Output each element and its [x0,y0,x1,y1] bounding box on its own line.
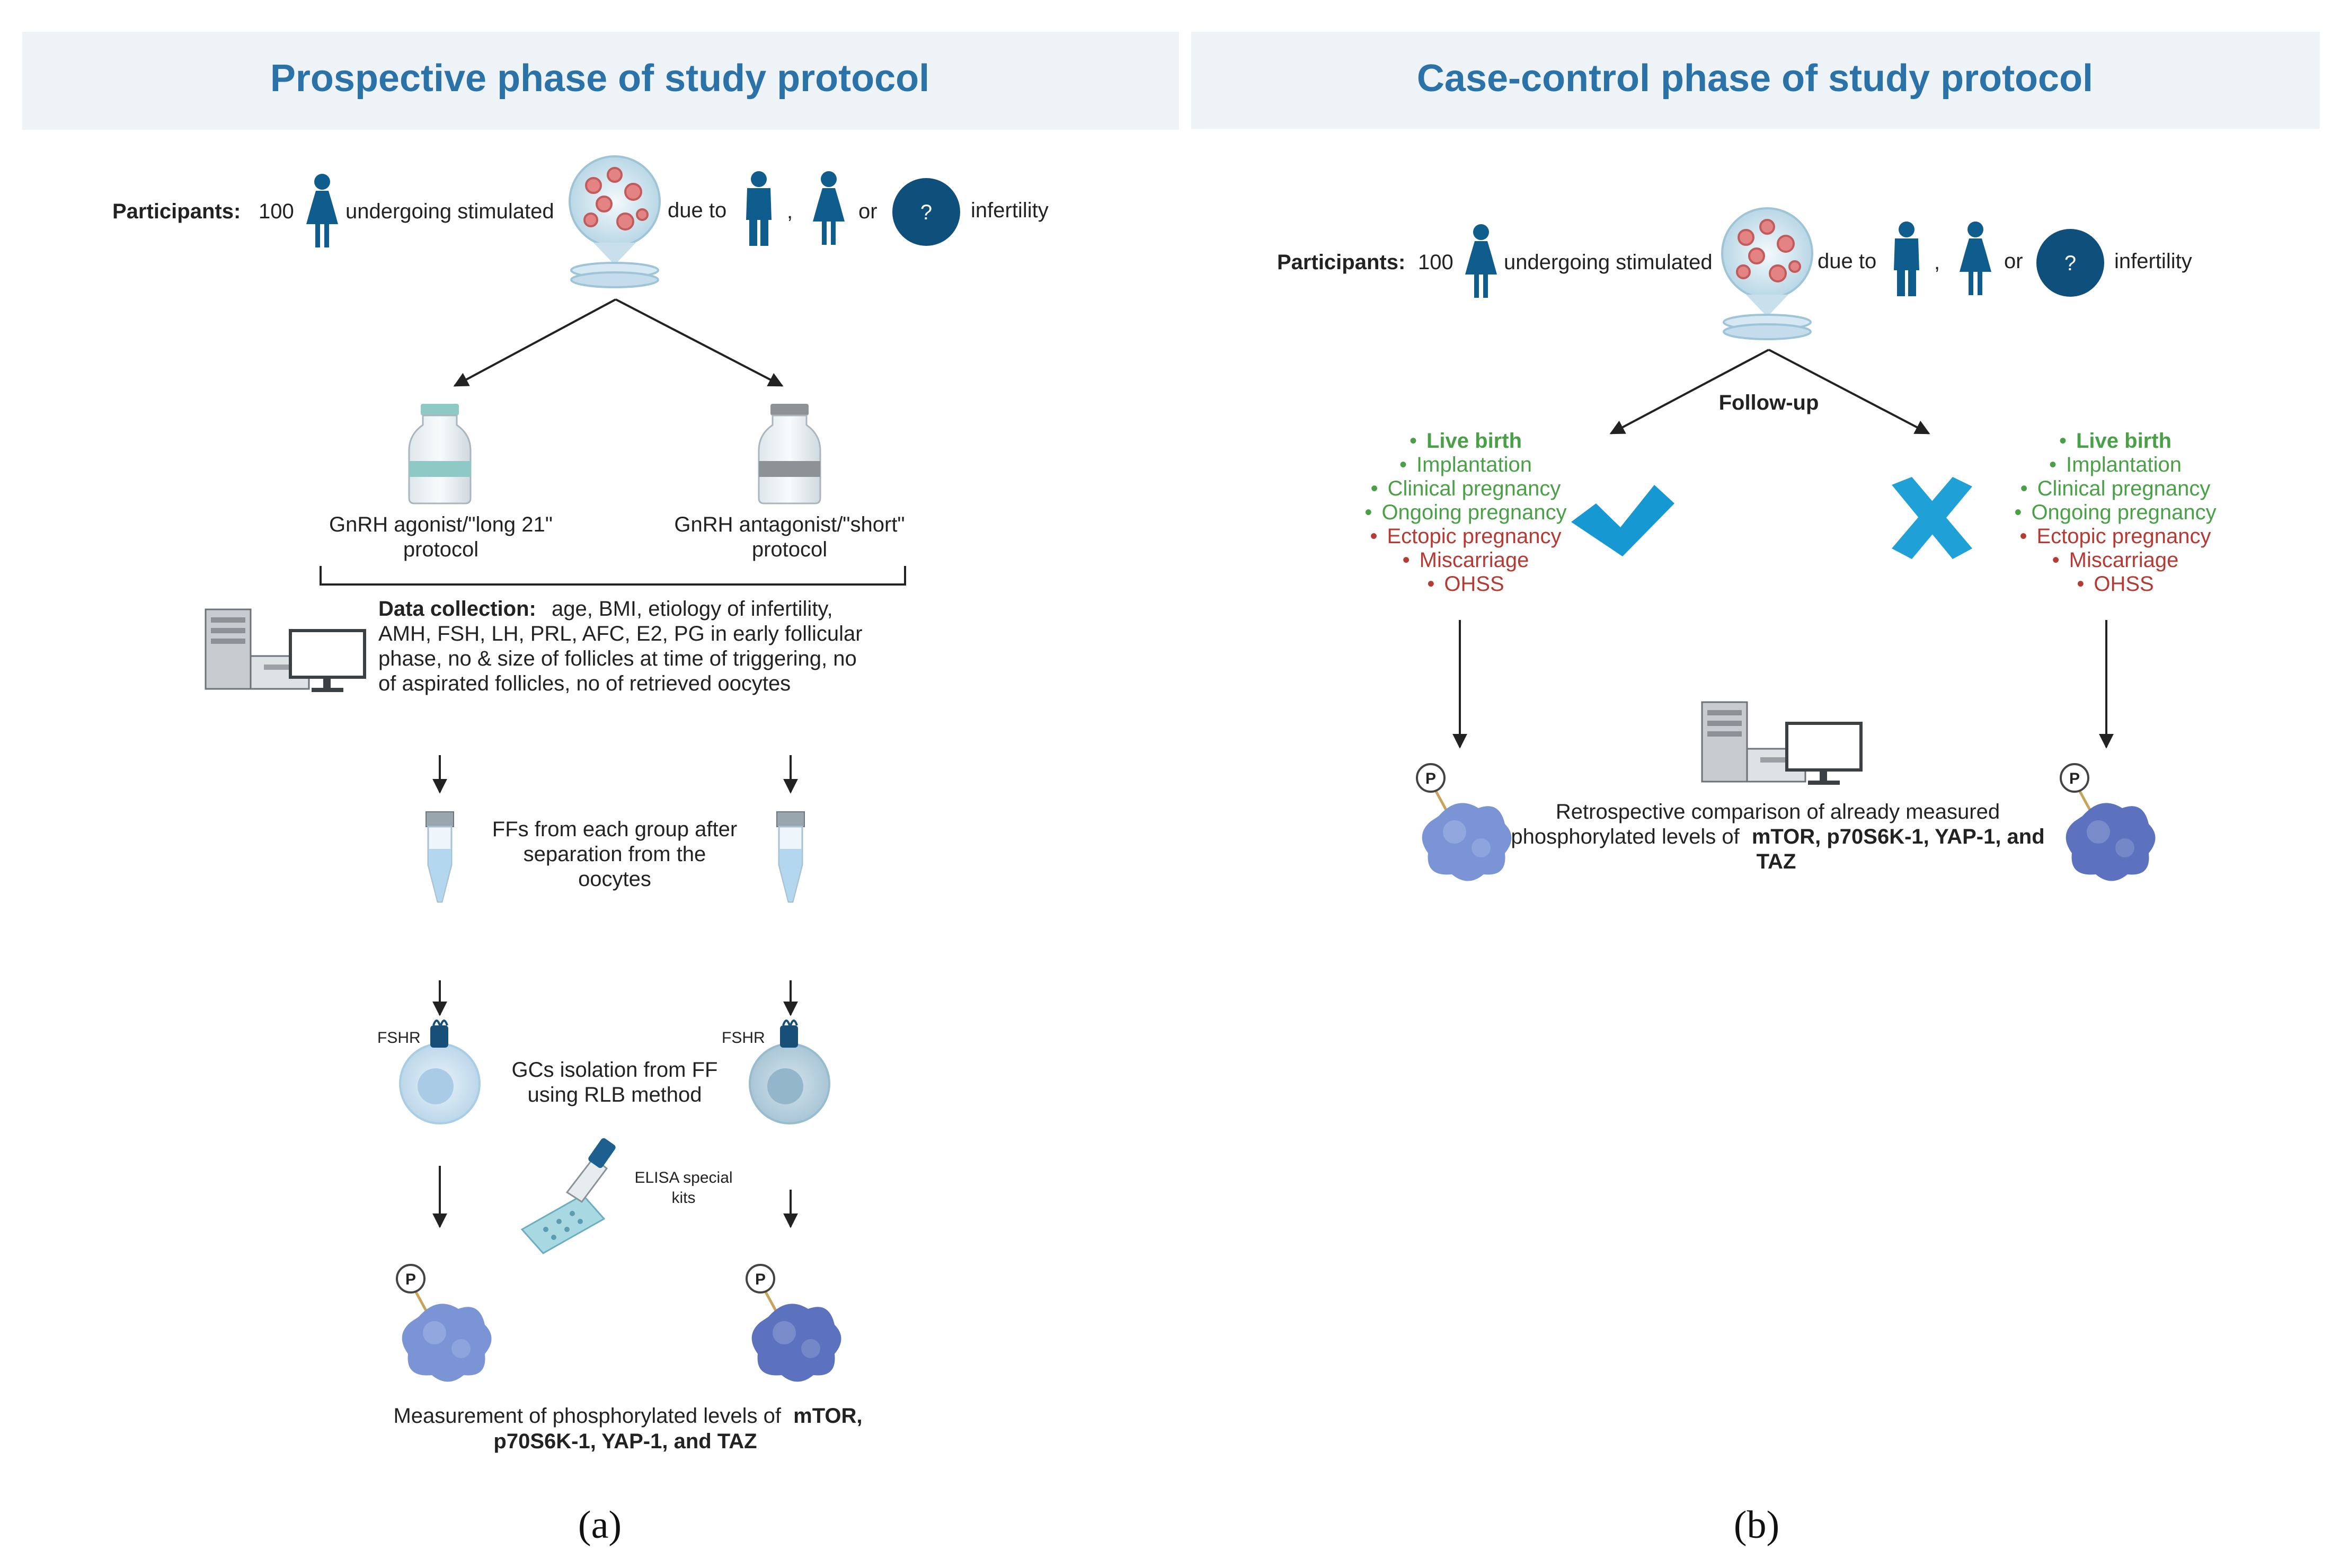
antagonist-label-1: GnRH antagonist/"short" [674,513,905,536]
measurement-line-2: p70S6K-1, YAP-1, and TAZ [493,1430,757,1453]
outcome-item: •Live birth [2059,429,2171,453]
check-icon [1571,485,1674,556]
participants-label: Participants: [1277,251,1405,274]
retro-line-2: phosphorylated levels of mTOR, p70S6K-1,… [1511,825,2044,848]
panel-b-title: Case-control phase of study protocol [1417,57,2093,100]
phospho-label: P [2069,770,2080,787]
follicular-fluid-tube-icon [776,811,805,903]
follow-up-label: Follow-up [1719,391,1819,414]
retro-line-3: TAZ [1757,850,1796,873]
woman-icon [306,174,338,247]
outcome-item: •OHSS [2077,572,2153,596]
data-collection-line-4: of aspirated follicles, no of retrieved … [378,672,791,695]
elisa-kit-icon [520,1138,616,1254]
woman-icon [813,171,845,245]
question-mark: ? [920,201,932,224]
or-text: or [858,200,878,223]
woman-icon [1960,222,1991,295]
man-icon [746,171,772,246]
participants-count: 100 [259,200,294,223]
fshr-label: FSHR [377,1029,421,1047]
data-collection-line-2: AMH, FSH, LH, PRL, AFC, E2, PG in early … [378,622,863,645]
panel-a-caption: (a) [578,1503,622,1547]
man-icon [1894,222,1919,296]
ff-text-2: separation from the [524,843,706,866]
fshr-label: FSHR [722,1029,765,1047]
outcome-item: •Clinical pregnancy [2020,477,2211,500]
outcome-item: •Implantation [1399,453,1532,476]
outcome-item: •Implantation [2049,453,2182,476]
outcome-list-left: •Live birth •Implantation •Clinical preg… [1364,429,1566,596]
phospho-label: P [1425,770,1436,787]
panel-b-header [1191,32,2320,129]
outcome-list-right: •Live birth •Implantation •Clinical preg… [2014,429,2216,596]
outcome-item: •Ectopic pregnancy [2019,525,2211,548]
ff-text-1: FFs from each group after [492,818,737,841]
due-to-text: due to [1818,250,1876,273]
undergoing-text: undergoing stimulated [345,200,554,223]
participants-count: 100 [1418,251,1453,274]
phospho-label: P [405,1271,416,1288]
measurement-line-1: Measurement of phosphorylated levels of … [393,1404,862,1428]
follicular-fluid-tube-icon [425,811,455,903]
data-collection-line-3: phase, no & size of follicles at time of… [378,647,857,670]
data-collection-text-1: age, BMI, etiology of infertility, [552,597,833,621]
outcome-item: •Live birth [1410,429,1522,453]
group-bracket [320,566,906,586]
antagonist-label-2: protocol [752,538,827,561]
culture-dish-icon [569,155,661,288]
comma-text: , [1934,251,1940,274]
cross-icon [1892,477,1972,559]
data-collection-label: Data collection: [378,597,536,621]
outcome-item: •Miscarriage [2052,548,2179,572]
panel-a-title: Prospective phase of study protocol [270,57,929,100]
outcome-item: •Ectopic pregnancy [1370,525,1561,548]
data-collection-line-1: Data collection: age, BMI, etiology of i… [378,597,833,621]
unknown-cause-icon [892,178,960,246]
panel-b: Case-control phase of study protocol Par… [1191,32,2320,1547]
retro-text-2: phosphorylated levels of [1511,825,1740,848]
phospho-label: P [755,1271,766,1288]
outcome-item: •OHSS [1427,572,1504,596]
elisa-text-2: kits [672,1189,696,1207]
undergoing-text: undergoing stimulated [1504,251,1713,274]
due-to-text: due to [668,199,726,222]
panel-a-header [22,32,1179,130]
computer-icon [1702,702,1861,785]
question-mark: ? [2064,252,2076,275]
measurement-bold-1: mTOR, [793,1404,862,1428]
participants-label: Participants: [112,200,241,223]
agonist-label-2: protocol [403,538,478,561]
granulosa-cell-icon [399,1020,481,1124]
outcome-item: •Miscarriage [1403,548,1529,572]
agonist-vial-icon [408,403,472,504]
comma-text: , [787,200,793,223]
computer-icon [206,609,365,692]
infertility-text: infertility [2114,250,2192,273]
or-text: or [2004,250,2023,273]
antagonist-vial-icon [758,403,821,504]
infertility-text: infertility [971,199,1049,222]
elisa-text-1: ELISA special [634,1169,732,1186]
unknown-cause-icon [2036,229,2104,297]
retro-line-1: Retrospective comparison of already meas… [1556,800,2000,823]
culture-dish-icon [1721,207,1813,340]
woman-icon [1465,224,1497,298]
measurement-text-1: Measurement of phosphorylated levels of [393,1404,781,1428]
agonist-label-1: GnRH agonist/"long 21" [329,513,553,536]
gc-text-2: using RLB method [527,1083,702,1106]
outcome-item: •Ongoing pregnancy [1364,501,1566,524]
outcome-item: •Clinical pregnancy [1371,477,1561,500]
granulosa-cell-icon [749,1020,830,1124]
outcome-item: •Ongoing pregnancy [2014,501,2216,524]
ff-text-3: oocytes [578,867,651,891]
panel-b-caption: (b) [1734,1503,1779,1547]
panel-a: Prospective phase of study protocol Part… [22,32,1179,1547]
gc-text-1: GCs isolation from FF [512,1058,718,1082]
retro-bold-2: mTOR, p70S6K-1, YAP-1, and [1752,825,2045,848]
